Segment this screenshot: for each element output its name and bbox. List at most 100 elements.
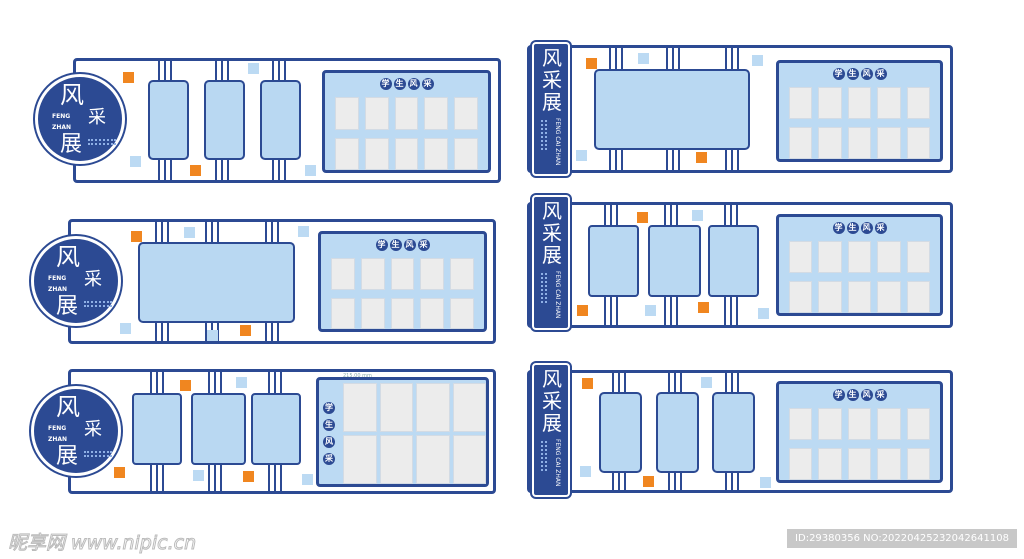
- blue-square-decoration: [193, 470, 204, 481]
- photo-slot: [847, 241, 872, 273]
- blue-square-decoration: [130, 156, 141, 167]
- photo-slot: [454, 137, 478, 170]
- blue-square-decoration: [701, 377, 712, 388]
- photo-slot: [420, 258, 445, 290]
- title-char: 风: [403, 239, 416, 251]
- title-char: 风: [860, 68, 873, 80]
- blue-square-decoration: [298, 226, 309, 237]
- logo-char-feng: 风: [60, 81, 84, 109]
- title-char: 生: [393, 78, 406, 90]
- logo-char-feng: 风: [542, 46, 562, 70]
- logo-char-zhan: 展: [542, 411, 562, 435]
- photo-slot: [379, 435, 413, 484]
- title-char: 采: [874, 68, 887, 80]
- photo-slot: [818, 241, 842, 273]
- logo-char-cai: 采: [88, 107, 106, 128]
- photo-slot: [906, 127, 930, 159]
- blue-square-decoration: [576, 150, 587, 161]
- photo-wall: 学生风采: [776, 60, 943, 162]
- wave-decoration: [541, 273, 547, 303]
- logo-pinyin-vertical: FENG CAI ZHAN: [554, 118, 561, 166]
- photo-wall: 学生风采: [776, 214, 943, 316]
- photo-slot: [424, 137, 449, 170]
- display-panel: [708, 225, 759, 297]
- logo-char-feng: 风: [56, 243, 80, 271]
- photo-slot: [877, 448, 901, 480]
- orange-square-decoration: [637, 212, 648, 223]
- title-char: 采: [417, 239, 430, 251]
- photo-slot: [789, 281, 813, 313]
- photo-slot: [364, 97, 389, 130]
- photo-wall-title: 学生风采: [325, 78, 488, 90]
- photo-slot: [416, 435, 450, 484]
- wave-decoration: [88, 139, 116, 145]
- orange-square-decoration: [582, 378, 593, 389]
- photo-slot: [906, 448, 930, 480]
- title-char: 风: [407, 78, 420, 90]
- photo-slot: [877, 87, 901, 119]
- photo-wall-title: 学生风采: [779, 222, 940, 234]
- blue-square-decoration: [120, 323, 131, 334]
- photo-slot: [847, 281, 872, 313]
- display-panel: [251, 393, 301, 465]
- logo-char-zhan: 展: [56, 444, 79, 469]
- blue-square-decoration: [692, 210, 703, 221]
- width-dimension: 215.00 mm: [343, 373, 372, 379]
- logo-pinyin-feng: FENG: [52, 113, 71, 120]
- photo-slot: [394, 97, 419, 130]
- orange-square-decoration: [577, 305, 588, 316]
- photo-slot: [343, 383, 377, 432]
- display-panel: [191, 393, 246, 465]
- blue-square-decoration: [302, 474, 313, 485]
- orange-square-decoration: [696, 152, 707, 163]
- title-char: 学: [832, 68, 845, 80]
- photo-slot: [847, 127, 872, 159]
- title-char: 采: [874, 222, 887, 234]
- title-char: 学: [323, 402, 335, 414]
- blue-square-decoration: [236, 377, 247, 388]
- logo-pinyin-zhan: ZHAN: [52, 124, 72, 131]
- photo-slot: [818, 448, 842, 480]
- wave-decoration: [84, 301, 112, 307]
- title-char: 风: [323, 436, 335, 448]
- photo-slot: [331, 297, 355, 329]
- photo-slot: [906, 87, 930, 119]
- title-char: 生: [846, 389, 859, 401]
- wave-decoration: [541, 441, 547, 471]
- photo-slot: [343, 435, 377, 484]
- photo-slot: [906, 241, 930, 273]
- photo-slot: [877, 408, 901, 440]
- logo-char-zhan: 展: [60, 132, 83, 157]
- title-char: 采: [323, 453, 335, 465]
- logo-char-cai: 采: [84, 269, 102, 290]
- title-char: 学: [832, 389, 845, 401]
- blue-square-decoration: [758, 308, 769, 319]
- photo-slot: [379, 383, 413, 432]
- title-char: 生: [846, 222, 859, 234]
- photo-slot: [818, 281, 842, 313]
- wave-decoration: [84, 451, 112, 457]
- photo-slot: [450, 297, 474, 329]
- blue-square-decoration: [184, 227, 195, 238]
- title-char: 生: [846, 68, 859, 80]
- logo-char-cai: 采: [84, 419, 102, 440]
- logo-char-cai: 采: [542, 389, 562, 413]
- logo-pinyin-feng: FENG: [48, 275, 67, 282]
- photo-slot: [789, 87, 813, 119]
- photo-wall-title: 学生风采: [779, 68, 940, 80]
- photo-slot: [394, 137, 419, 170]
- logo-pinyin-zhan: ZHAN: [48, 436, 68, 443]
- display-panel: [148, 80, 189, 160]
- photo-slot: [847, 87, 872, 119]
- photo-slot: [906, 281, 930, 313]
- photo-slot: [420, 297, 445, 329]
- orange-square-decoration: [190, 165, 201, 176]
- orange-square-decoration: [243, 471, 254, 482]
- photo-wall-title: 学生风采: [779, 389, 940, 401]
- photo-slot: [416, 383, 450, 432]
